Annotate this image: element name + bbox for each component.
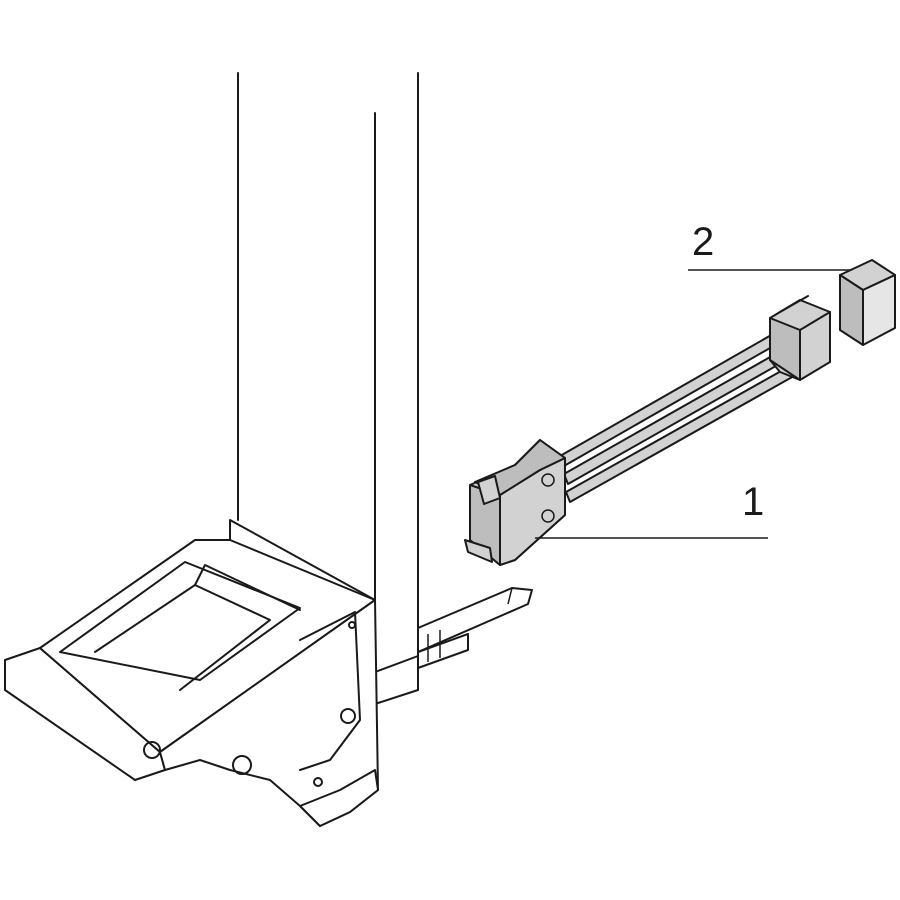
wire-bundle	[559, 329, 795, 503]
callout-number-1: 1	[742, 480, 765, 524]
guide-rod	[374, 587, 533, 705]
vertical-frame	[237, 72, 419, 691]
connector-end	[769, 295, 831, 381]
connector-1	[464, 329, 795, 566]
cap-2	[839, 259, 896, 346]
callout-number-2: 2	[692, 220, 715, 264]
pedal-mechanism	[4, 519, 379, 827]
